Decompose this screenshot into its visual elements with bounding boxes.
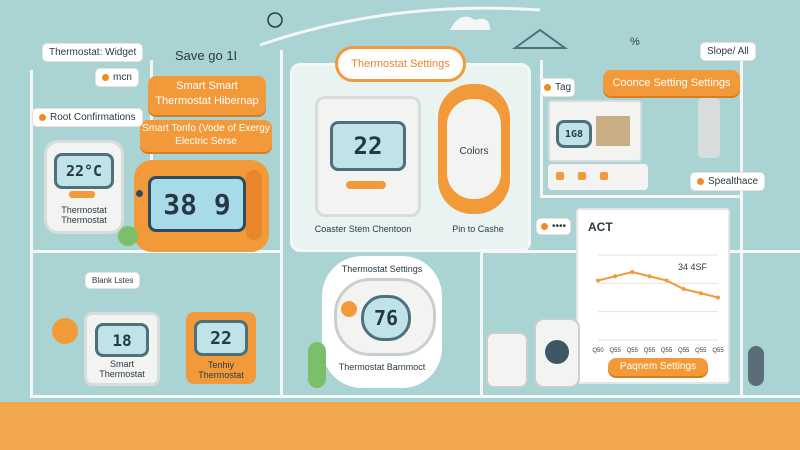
round-thermostat[interactable]: 76 (334, 278, 436, 356)
data-point (681, 287, 686, 291)
speaker-device (486, 332, 528, 388)
tree-icon (52, 318, 78, 344)
tag-label[interactable]: Tag (540, 78, 576, 97)
chart-title: ACT (588, 220, 613, 234)
top-arc (259, 6, 569, 49)
small-thermostat-screen: 22°C (54, 153, 114, 189)
percent-text: % (630, 36, 640, 48)
button-dot[interactable] (136, 190, 143, 197)
data-point (630, 270, 635, 274)
plant-icon (118, 226, 138, 246)
small-thermostat[interactable]: 22°C Thermostat Thermostat (44, 140, 124, 234)
wire (540, 195, 740, 198)
thermostat-barnmoct-text: Thermostat Barnmoct (338, 362, 426, 372)
speedthace-label[interactable]: Spealthace (690, 172, 766, 191)
thermostat-settings-title[interactable]: Thermostat Settings (335, 46, 466, 82)
cactus-icon (308, 342, 326, 388)
coonce-settings-pill[interactable]: Coonce Setting Settings (603, 70, 740, 96)
tall-thermostat-face: Colors (447, 99, 501, 199)
blank-lstes-label[interactable]: Blank Lstes (85, 272, 141, 289)
orange-box-thermostat[interactable]: 22 Tenhiy Thermostat (186, 312, 256, 384)
x-tick-label: Q55 (695, 348, 707, 354)
thermostat-settings-small: Thermostat Settings (341, 264, 423, 274)
series-line (597, 270, 719, 299)
house-icon (596, 116, 630, 146)
dot-icon (544, 84, 551, 91)
chart-annotation: 34 4SF (678, 262, 708, 272)
act-chart: ACT Q50 Q55 Q55 Q55 Q55 Q55 Q55 Q55 34 4SF Paqn… (576, 208, 730, 384)
house-window: 1G8 (548, 100, 642, 162)
button-row[interactable] (346, 181, 386, 189)
wire (740, 60, 743, 395)
smart-tonfo-pill[interactable]: Smart Tonfo (Vode of Exergy Electric Ser… (140, 120, 272, 152)
dot-icon (39, 114, 46, 121)
mcn-label[interactable]: mcn (95, 68, 139, 87)
x-tick-label: Q55 (609, 348, 621, 354)
round-thermostat-card: Thermostat Settings 76 Thermostat Barnmo… (322, 256, 442, 388)
smart-thermostat-text: Smart Thermostat (99, 359, 145, 379)
dot-icon (541, 223, 548, 230)
dot-icon (102, 74, 109, 81)
white-box-screen: 18 (95, 323, 149, 357)
side-dial[interactable] (246, 170, 262, 240)
orange-thermostat-screen: 38 9 (148, 176, 246, 232)
x-tick-label: Q55 (712, 348, 724, 354)
data-point (698, 291, 703, 296)
data-point (613, 274, 618, 279)
x-tick-label: Q55 (644, 348, 656, 354)
dot-icon (578, 172, 586, 180)
white-thermostat[interactable]: 22 (315, 96, 421, 217)
hub-device (534, 318, 580, 388)
tall-thermostat[interactable]: Colors (438, 84, 510, 214)
x-tick-label: Q50 (592, 348, 604, 354)
tree-icon (748, 346, 764, 386)
save-go-text: Save go 1I (175, 48, 238, 63)
orange-box-screen: 22 (194, 320, 248, 356)
data-point (716, 295, 720, 300)
data-point (596, 278, 600, 283)
white-thermostat-screen: 22 (330, 121, 406, 171)
dot-icon (556, 172, 564, 180)
wire (30, 70, 33, 395)
root-confirmations-label[interactable]: Root Confirmations (32, 108, 143, 127)
data-point (664, 278, 669, 283)
x-tick-label: Q55 (678, 348, 690, 354)
round-thermostat-screen: 76 (361, 295, 411, 341)
white-box-thermostat[interactable]: 18 Smart Thermostat (84, 312, 160, 386)
dot-icon (600, 172, 608, 180)
mini-screen: 1G8 (556, 120, 592, 148)
bubble-label[interactable]: •••• (536, 218, 572, 235)
x-tick-label: Q55 (661, 348, 673, 354)
pin-to-cashe-text: Pin to Cashe (452, 224, 504, 234)
chart-plot: Q50 Q55 Q55 Q55 Q55 Q55 Q55 Q55 (592, 254, 724, 354)
wire (540, 60, 543, 195)
thermostat-widget-label[interactable]: Thermostat: Widget (42, 43, 144, 62)
paqnem-settings-button[interactable]: Paqnem Settings (608, 358, 708, 376)
x-tick-label: Q55 (627, 348, 639, 354)
dial-icon (545, 340, 569, 364)
small-thermostat-label: Thermostat Thermostat (61, 205, 107, 225)
settings-row (548, 164, 648, 190)
data-point (647, 274, 652, 279)
dot-icon (697, 178, 704, 185)
indicator-bar (69, 191, 95, 198)
power-icon[interactable] (341, 301, 357, 317)
orange-thermostat[interactable]: 38 9 (134, 160, 269, 252)
slope-all-label[interactable]: Slope/ All (700, 42, 756, 61)
tall-sensor (698, 98, 720, 158)
colors-text: Colors (459, 146, 489, 157)
wire (280, 50, 283, 395)
tenhiy-thermostat-text: Tenhiy Thermostat (198, 360, 244, 380)
thermostat-settings-panel: Thermostat Settings 22 Colors Coaster St… (290, 46, 531, 252)
baseline-wire (30, 395, 800, 398)
coaster-stem-text: Coaster Stem Chentoon (314, 224, 412, 234)
smart-smart-pill[interactable]: Smart Smart Thermostat Hibernap (148, 76, 266, 115)
floor (0, 402, 800, 450)
wire (480, 250, 483, 395)
